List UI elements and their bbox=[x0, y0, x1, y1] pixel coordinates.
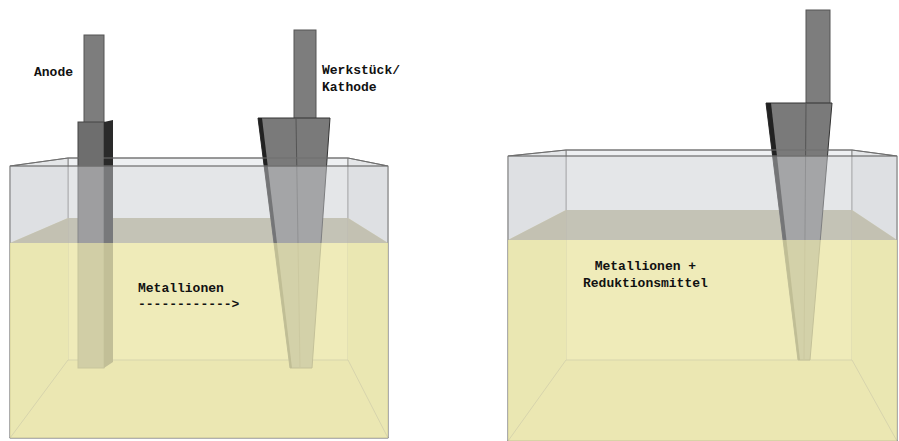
bath-label: Metallionen bbox=[138, 280, 224, 297]
electroplating-tank bbox=[10, 158, 388, 438]
electroless-tank bbox=[508, 150, 897, 441]
electrolyte bbox=[10, 243, 388, 438]
part-label: Werkstück/ Kathode bbox=[322, 62, 400, 96]
tank-front bbox=[508, 156, 897, 441]
ion-flow-arrow: ------------> bbox=[138, 296, 239, 313]
part-label: Anode bbox=[34, 64, 73, 81]
solution bbox=[508, 240, 897, 441]
tank-front bbox=[10, 166, 388, 438]
bath-label: Metallionen + Reduktionsmittel bbox=[583, 258, 708, 292]
